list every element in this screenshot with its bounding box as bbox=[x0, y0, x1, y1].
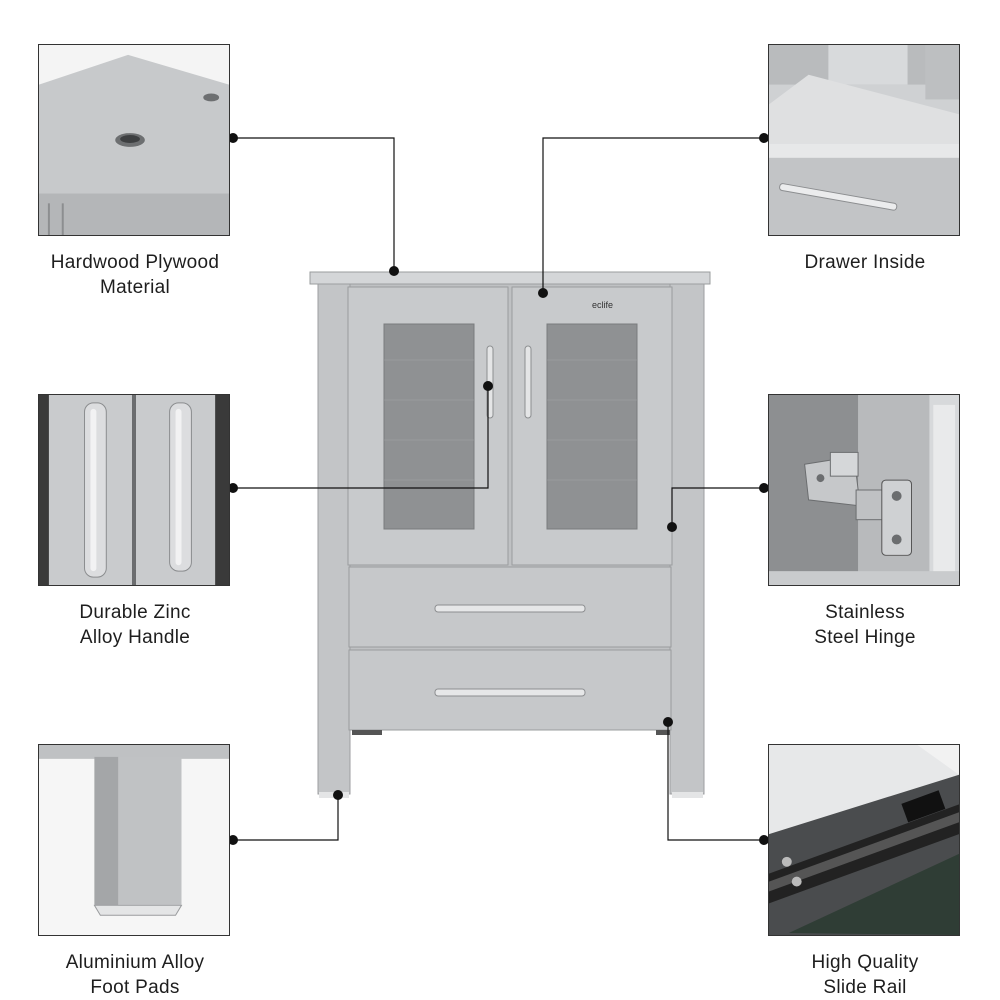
caption-foot: Aluminium Alloy Foot Pads bbox=[15, 950, 255, 1000]
caption-line: Foot Pads bbox=[90, 977, 180, 998]
caption-line: Drawer Inside bbox=[804, 252, 926, 273]
callout-dot bbox=[389, 266, 399, 276]
callout-dot bbox=[228, 483, 238, 493]
callout-line-rail bbox=[667, 722, 764, 841]
callout-dot bbox=[483, 381, 493, 391]
caption-line: Hardwood Plywood bbox=[50, 252, 220, 273]
caption-hinge: Stainless Steel Hinge bbox=[745, 600, 985, 650]
caption-drawer: Drawer Inside bbox=[745, 250, 985, 275]
steel-hinge-photo bbox=[768, 394, 960, 586]
callout-dot bbox=[667, 522, 677, 532]
caption-line: Alloy Handle bbox=[79, 627, 191, 648]
plywood-top-photo bbox=[38, 44, 230, 236]
callout-dot bbox=[759, 483, 769, 493]
callout-line-foot bbox=[233, 795, 339, 841]
caption-line: Material bbox=[100, 277, 170, 298]
brand-logo: eclife bbox=[592, 300, 613, 310]
caption-line: Aluminium Alloy bbox=[65, 952, 205, 973]
callout-dot bbox=[228, 835, 238, 845]
caption-line: Durable Zinc bbox=[79, 602, 191, 623]
callout-line-top bbox=[233, 137, 395, 271]
callout-dot bbox=[333, 790, 343, 800]
caption-line: Slide Rail bbox=[823, 977, 907, 998]
brand-logo-text: eclife bbox=[592, 300, 614, 310]
caption-line: Stainless bbox=[825, 602, 905, 623]
callout-dot bbox=[663, 717, 673, 727]
callout-dot bbox=[538, 288, 548, 298]
caption-plywood: Hardwood Plywood Material bbox=[15, 250, 255, 300]
callout-line-drawer bbox=[542, 137, 764, 293]
slide-rail-photo bbox=[768, 744, 960, 936]
callout-line-hinge bbox=[671, 487, 764, 527]
caption-line: High Quality bbox=[811, 952, 919, 973]
caption-rail: High Quality Slide Rail bbox=[745, 950, 985, 1000]
caption-handle: Durable Zinc Alloy Handle bbox=[15, 600, 255, 650]
callout-dot bbox=[759, 835, 769, 845]
callout-line-handle bbox=[233, 386, 489, 489]
caption-line: Steel Hinge bbox=[814, 627, 916, 648]
callout-dot bbox=[228, 133, 238, 143]
drawer-inside-photo bbox=[768, 44, 960, 236]
callout-dot bbox=[759, 133, 769, 143]
foot-pad-photo bbox=[38, 744, 230, 936]
zinc-handle-photo bbox=[38, 394, 230, 586]
